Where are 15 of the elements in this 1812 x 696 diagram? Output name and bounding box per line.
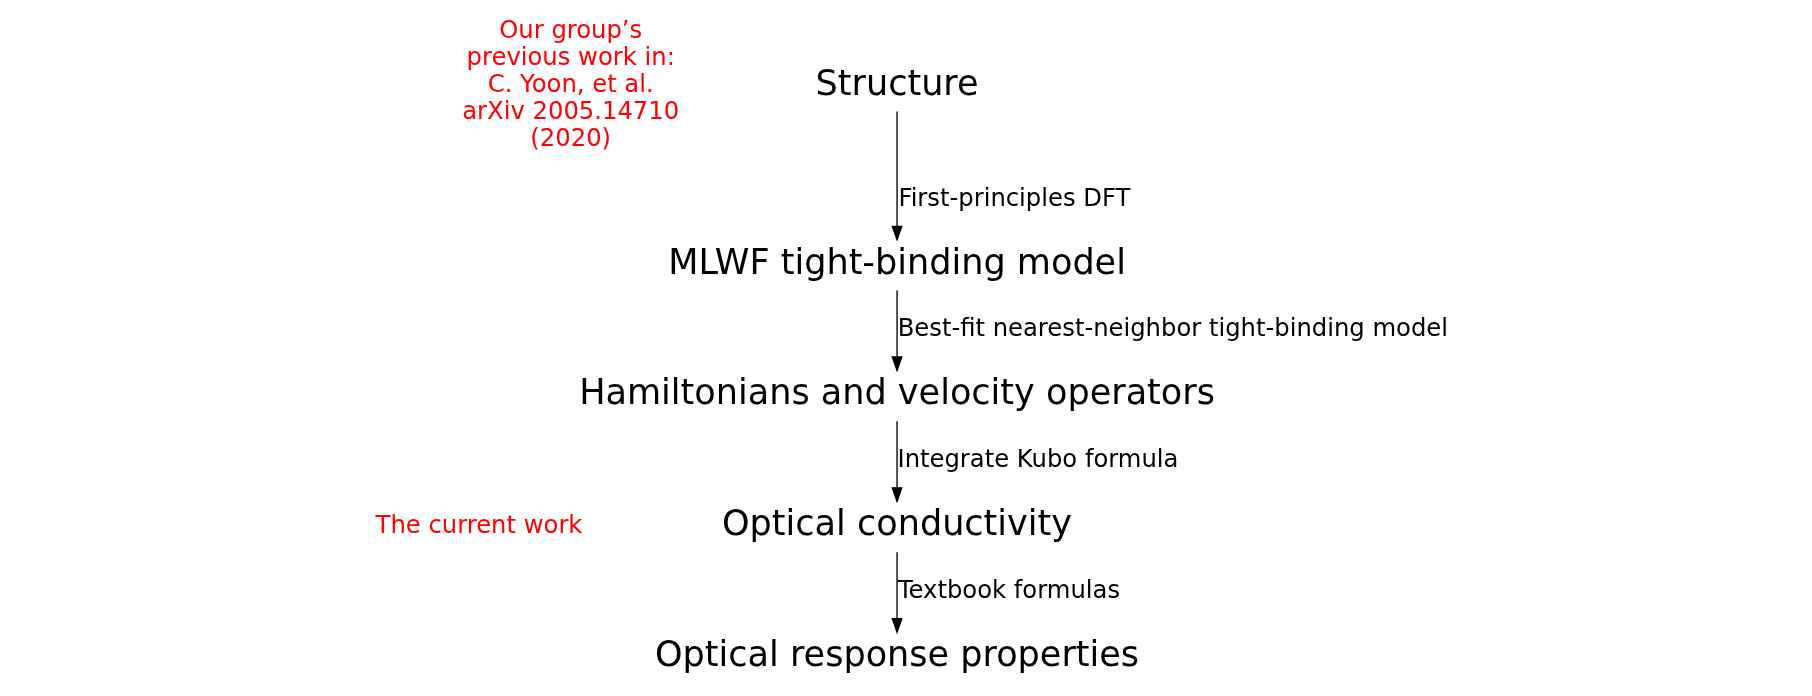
node-text: Hamiltonians and velocity operators	[578, 371, 1215, 413]
node-text: Structure	[815, 61, 979, 103]
label: Our group’s previous work in: C. Yoon, et al. arXiv 2005.14710 (2020)	[461, 15, 679, 153]
arrow	[890, 551, 903, 635]
edge-label: First-principles DFT	[897, 182, 1130, 212]
arrow	[890, 110, 903, 242]
label: The current work	[375, 509, 582, 539]
arrow	[890, 289, 903, 373]
node-text: MLWF tight-binding model	[667, 240, 1126, 282]
edge-label: Textbook formulas	[897, 575, 1120, 605]
node-text: Optical conductivity	[721, 502, 1072, 544]
edge-label: Best-fit nearest-neighbor tight-binding model	[897, 313, 1448, 343]
node-text: Optical response properties	[654, 632, 1139, 674]
edge-label: Integrate Kubo formula	[896, 444, 1178, 474]
arrow	[890, 420, 903, 504]
